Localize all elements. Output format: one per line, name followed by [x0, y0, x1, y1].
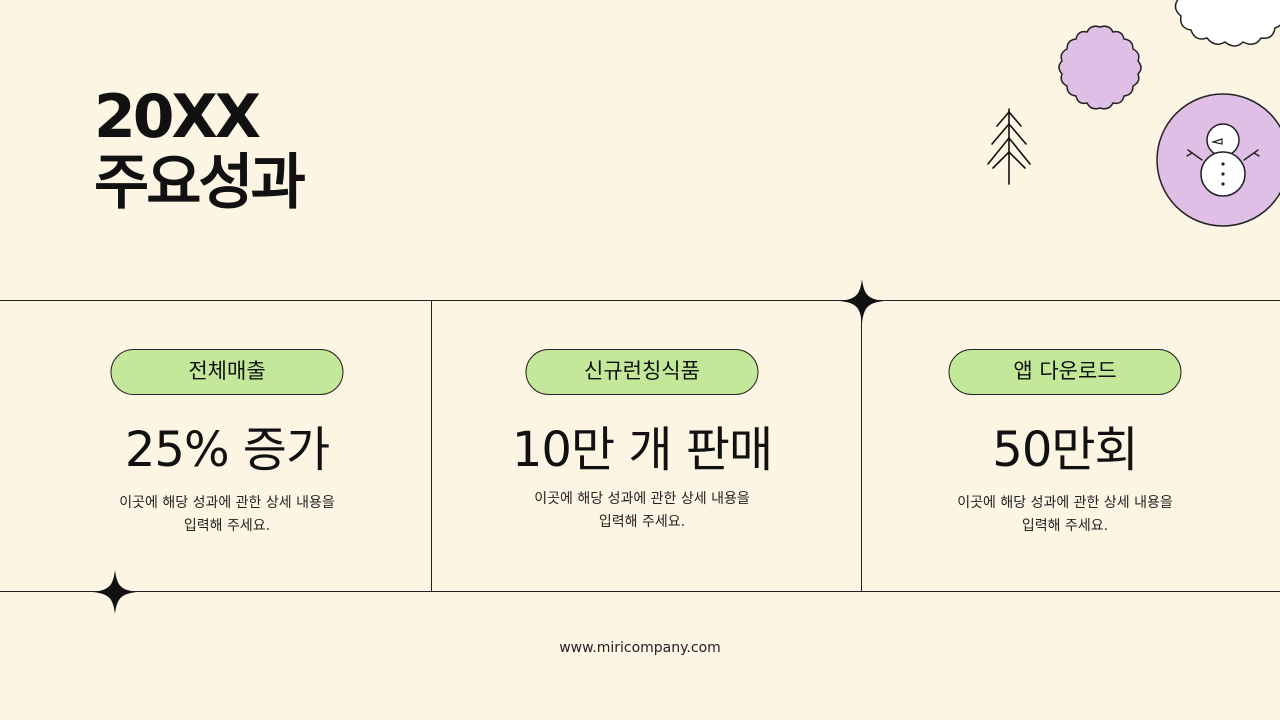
stat-description: 이곳에 해당 성과에 관한 상세 내용을 입력해 주세요.	[12, 492, 442, 538]
stat-description-line: 입력해 주세요.	[1021, 518, 1109, 534]
divider-vertical-2	[861, 300, 862, 591]
sparkle-icon	[93, 570, 137, 614]
stat-card-app-downloads: 앱 다운로드 50만회 이곳에 해당 성과에 관한 상세 내용을 입력해 주세요…	[862, 300, 1268, 591]
stat-value: 10만 개 판매	[511, 422, 773, 478]
snowman-icon	[1156, 93, 1280, 227]
stat-description-line: 이곳에 해당 성과에 관한 상세 내용을	[119, 495, 335, 511]
stat-label-pill: 전체매출	[110, 349, 344, 395]
stat-value: 50만회	[992, 422, 1138, 478]
stat-description-line: 입력해 주세요.	[598, 514, 686, 530]
divider-bottom	[0, 591, 1280, 592]
stat-description: 이곳에 해당 성과에 관한 상세 내용을 입력해 주세요.	[432, 488, 852, 534]
stat-label-pill: 앱 다운로드	[948, 349, 1182, 395]
flower-icon	[1058, 25, 1142, 110]
stat-description-line: 이곳에 해당 성과에 관한 상세 내용을	[534, 491, 750, 507]
stat-value: 25% 증가	[124, 422, 330, 478]
footer-url: www.miricompany.com	[559, 640, 721, 656]
tree-icon	[987, 108, 1031, 185]
title-year: 20XX	[94, 82, 261, 152]
stat-description-line: 이곳에 해당 성과에 관한 상세 내용을	[957, 495, 1173, 511]
divider-top	[0, 300, 1280, 301]
stat-card-new-product: 신규런칭식품 10만 개 판매 이곳에 해당 성과에 관한 상세 내용을 입력해…	[432, 300, 852, 591]
cloud-icon	[1174, 0, 1280, 47]
sparkle-icon	[840, 279, 884, 323]
stat-description: 이곳에 해당 성과에 관한 상세 내용을 입력해 주세요.	[862, 492, 1268, 538]
stat-card-sales: 전체매출 25% 증가 이곳에 해당 성과에 관한 상세 내용을 입력해 주세요…	[12, 300, 442, 591]
title-main: 주요성과	[94, 148, 306, 218]
divider-vertical-1	[431, 300, 432, 591]
stat-description-line: 입력해 주세요.	[183, 518, 271, 534]
stat-label-pill: 신규런칭식품	[525, 349, 759, 395]
page-title: 20XX 주요성과	[94, 82, 306, 218]
